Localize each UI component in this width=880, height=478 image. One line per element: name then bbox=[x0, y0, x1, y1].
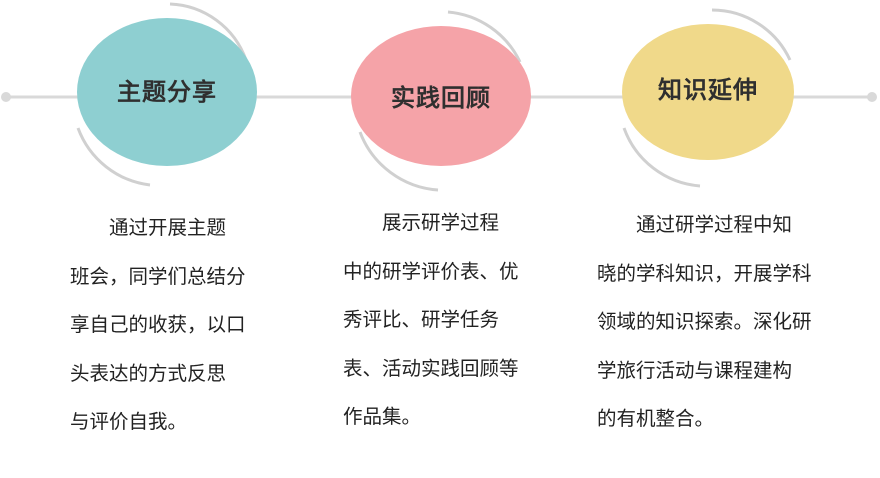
desc-line: 表、活动实践回顾等 bbox=[343, 356, 519, 380]
desc-line: 秀评比、研学任务 bbox=[343, 308, 500, 331]
arc-bottom-3 bbox=[622, 127, 701, 188]
desc-line: 作品集。 bbox=[343, 405, 422, 428]
arc-bottom-1 bbox=[76, 127, 151, 187]
timeline-end-dot bbox=[867, 92, 877, 102]
step-title-3: 知识延伸 bbox=[658, 75, 758, 104]
step-title-2: 实践回顾 bbox=[391, 83, 491, 112]
desc-line: 中的研学评价表、优 bbox=[343, 259, 519, 283]
desc-line: 通过开展主题 bbox=[109, 216, 227, 239]
arc-bottom-2 bbox=[358, 131, 439, 192]
step-title-1: 主题分享 bbox=[117, 77, 217, 106]
desc-line: 与评价自我。 bbox=[70, 410, 188, 433]
step-description-3: 通过研学过程中知 晓的学科知识，开展学科 领域的知识探索。深化研 学旅行活动与课… bbox=[597, 201, 875, 444]
desc-line: 享自己的收获，以口 bbox=[70, 313, 246, 336]
arc-top-1 bbox=[169, 2, 248, 61]
step-description-2: 展示研学过程 中的研学评价表、优 秀评比、研学任务 表、活动实践回顾等 作品集。 bbox=[343, 199, 568, 442]
timeline-start-dot bbox=[1, 92, 11, 102]
step-description-1: 通过开展主题 班会，同学们总结分 享自己的收获，以口 头表达的方式反思 与评价自… bbox=[70, 204, 305, 447]
arc-top-2 bbox=[447, 10, 522, 63]
desc-line: 晓的学科知识，开展学科 bbox=[597, 261, 812, 285]
desc-line: 头表达的方式反思 bbox=[70, 361, 227, 385]
step-circle-3 bbox=[622, 24, 794, 160]
step-circle-1 bbox=[77, 18, 257, 166]
desc-line: 通过研学过程中知 bbox=[636, 213, 793, 236]
desc-line: 的有机整合。 bbox=[597, 407, 715, 430]
step-circle-2 bbox=[351, 26, 531, 166]
desc-line: 班会，同学们总结分 bbox=[70, 264, 246, 288]
desc-line: 领域的知识探索。深化研 bbox=[597, 310, 812, 333]
desc-line: 学旅行活动与课程建构 bbox=[597, 358, 793, 382]
arc-top-3 bbox=[711, 8, 792, 61]
desc-line: 展示研学过程 bbox=[382, 211, 500, 234]
